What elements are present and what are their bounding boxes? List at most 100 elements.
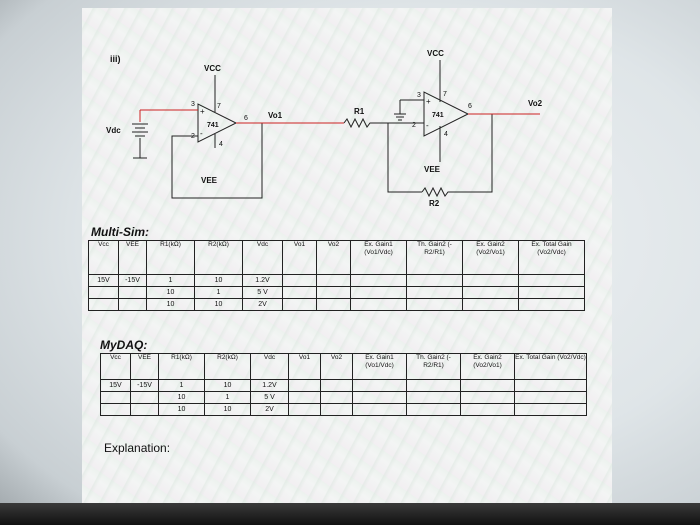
table-cell bbox=[350, 286, 407, 299]
table-cell bbox=[118, 286, 147, 299]
header-cell: Vo2 bbox=[316, 240, 351, 275]
header-cell: Th. Gain2 (-R2/R1) bbox=[406, 240, 463, 275]
opamp2-pin2: 2 bbox=[412, 122, 416, 129]
table-cell bbox=[88, 286, 119, 299]
table-cell bbox=[100, 403, 131, 416]
dc-source: Vdc bbox=[106, 109, 198, 159]
table-cell bbox=[350, 274, 407, 287]
resistor-r1: R1 bbox=[343, 107, 388, 129]
table-cell bbox=[100, 391, 131, 404]
table-cell bbox=[316, 286, 351, 299]
part-label: iii) bbox=[110, 54, 121, 64]
mydaq-header-row: Vcc VEE R1(kΩ) R2(kΩ) Vdc Vo1 Vo2 Ex. Ga… bbox=[100, 353, 587, 380]
table-cell: 10 bbox=[204, 403, 251, 416]
header-cell: Vcc bbox=[88, 240, 119, 275]
header-cell: Vo1 bbox=[282, 240, 317, 275]
multisim-title: Multi-Sim: bbox=[91, 225, 149, 239]
opamp2: VCC 7 3 2 + - 741 4 6 VEE bbox=[394, 49, 472, 174]
table-cell bbox=[406, 403, 461, 416]
table-cell bbox=[518, 274, 585, 287]
table-cell: 5 V bbox=[242, 286, 283, 299]
table-cell: 1 bbox=[194, 286, 243, 299]
table-row: 15V -15V 1 10 1.2V bbox=[100, 379, 587, 392]
table-cell bbox=[282, 274, 317, 287]
header-cell: R1(kΩ) bbox=[146, 240, 195, 275]
table-cell: 5 V bbox=[250, 391, 289, 404]
header-cell: VEE bbox=[118, 240, 147, 275]
table-cell: 10 bbox=[194, 298, 243, 311]
table-cell bbox=[288, 403, 321, 416]
table-cell bbox=[118, 298, 147, 311]
header-cell: R1(kΩ) bbox=[158, 353, 205, 380]
multisim-table: Vcc VEE R1(kΩ) R2(kΩ) Vdc Vo1 Vo2 Ex. Ga… bbox=[88, 240, 585, 311]
table-cell: 10 bbox=[194, 274, 243, 287]
opamp1-minus: - bbox=[200, 129, 203, 138]
table-cell: 10 bbox=[146, 298, 195, 311]
opamp2-plus: + bbox=[426, 97, 431, 106]
table-cell bbox=[350, 298, 407, 311]
table-cell: -15V bbox=[130, 379, 159, 392]
table-cell: 2V bbox=[250, 403, 289, 416]
header-cell: Vdc bbox=[250, 353, 289, 380]
opamp1: VCC 7 3 2 + - 741 4 6 VEE bbox=[191, 64, 248, 185]
opamp1-plus: + bbox=[200, 107, 205, 116]
table-cell: 10 bbox=[146, 286, 195, 299]
table-cell bbox=[406, 274, 463, 287]
header-cell: Ex. Gain1 (Vo1/Vdc) bbox=[352, 353, 407, 380]
header-cell: Vcc bbox=[100, 353, 131, 380]
header-cell: Ex. Total Gain (Vo2/Vdc) bbox=[518, 240, 585, 275]
vo1-label: Vo1 bbox=[268, 111, 283, 120]
table-cell bbox=[406, 286, 463, 299]
multisim-header-row: Vcc VEE R1(kΩ) R2(kΩ) Vdc Vo1 Vo2 Ex. Ga… bbox=[88, 240, 585, 275]
table-cell bbox=[460, 379, 515, 392]
table-cell bbox=[320, 391, 353, 404]
table-cell: 10 bbox=[158, 391, 205, 404]
table-cell bbox=[320, 379, 353, 392]
table-cell bbox=[460, 391, 515, 404]
table-cell: 15V bbox=[100, 379, 131, 392]
opamp1-pin7: 7 bbox=[217, 103, 221, 110]
table-cell bbox=[462, 274, 519, 287]
table-cell bbox=[406, 379, 461, 392]
opamp2-vee-label: VEE bbox=[424, 165, 441, 174]
header-cell: R2(kΩ) bbox=[204, 353, 251, 380]
table-cell: 1 bbox=[204, 391, 251, 404]
opamp2-minus: - bbox=[426, 121, 429, 130]
table-cell bbox=[320, 403, 353, 416]
table-cell bbox=[514, 391, 587, 404]
table-cell bbox=[352, 391, 407, 404]
table-cell bbox=[316, 298, 351, 311]
table-cell bbox=[288, 391, 321, 404]
header-cell: Th. Gain2 (-R2/R1) bbox=[406, 353, 461, 380]
table-edge-shadow bbox=[0, 503, 700, 525]
opamp2-pin3: 3 bbox=[417, 92, 421, 99]
r2-label: R2 bbox=[429, 199, 440, 208]
opamp2-pin4: 4 bbox=[444, 131, 448, 138]
table-cell bbox=[518, 286, 585, 299]
table-row: 10 10 2V bbox=[100, 403, 587, 416]
table-cell bbox=[352, 379, 407, 392]
table-cell bbox=[88, 298, 119, 311]
table-cell bbox=[352, 403, 407, 416]
r1-label: R1 bbox=[354, 107, 365, 116]
table-cell: -15V bbox=[118, 274, 147, 287]
table-cell: 1 bbox=[146, 274, 195, 287]
opamp2-vcc-label: VCC bbox=[427, 49, 444, 58]
header-cell: Ex. Gain1 (Vo1/Vdc) bbox=[350, 240, 407, 275]
table-cell bbox=[406, 391, 461, 404]
header-cell: Ex. Total Gain (Vo2/Vdc) bbox=[514, 353, 587, 380]
table-row: 10 10 2V bbox=[88, 298, 585, 311]
opamp2-pin6: 6 bbox=[468, 103, 472, 110]
table-cell: 1 bbox=[158, 379, 205, 392]
table-cell bbox=[406, 298, 463, 311]
table-cell bbox=[514, 379, 587, 392]
opamp1-vee-label: VEE bbox=[201, 176, 218, 185]
table-cell bbox=[288, 379, 321, 392]
table-cell: 15V bbox=[88, 274, 119, 287]
table-cell bbox=[462, 298, 519, 311]
mydaq-title: MyDAQ: bbox=[100, 338, 148, 352]
header-cell: Vo1 bbox=[288, 353, 321, 380]
header-cell: Vo2 bbox=[320, 353, 353, 380]
opamp1-vcc-label: VCC bbox=[204, 64, 221, 73]
